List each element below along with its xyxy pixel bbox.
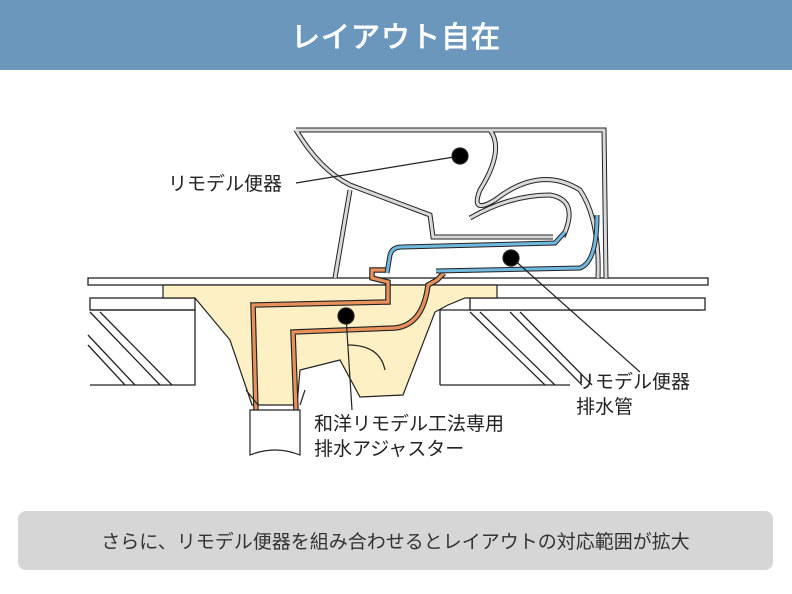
drain-pipe-marker-dot xyxy=(502,249,520,267)
label-drain-pipe-line1: リモデル便器 xyxy=(576,371,691,393)
adjuster-marker-dot xyxy=(337,307,355,325)
label-adjuster-line1: 和洋リモデル工法専用 xyxy=(314,413,505,435)
caption-box: さらに、リモデル便器を組み合わせるとレイアウトの対応範囲が拡大 xyxy=(18,511,773,570)
floor-drain-pipe xyxy=(245,389,306,456)
drain-adjuster-fill xyxy=(251,268,446,411)
label-adjuster: 和洋リモデル工法専用 排水アジャスター xyxy=(314,412,504,462)
toilet-drain-pipe xyxy=(384,214,600,274)
leader-lines xyxy=(295,147,641,411)
toilet-body-fill xyxy=(294,128,608,279)
label-drain-pipe-line2: 排水管 xyxy=(576,396,634,418)
caption-text: さらに、リモデル便器を組み合わせるとレイアウトの対応範囲が拡大 xyxy=(101,531,690,553)
toilet-cross-section-diagram xyxy=(87,127,709,456)
label-toilet-text: リモデル便器 xyxy=(168,173,283,195)
toilet-body xyxy=(293,127,609,279)
header-bar: レイアウト自在 xyxy=(0,0,792,70)
page-title: レイアウト自在 xyxy=(290,20,501,54)
label-drain-pipe: リモデル便器 排水管 xyxy=(576,370,690,420)
label-toilet: リモデル便器 xyxy=(168,172,282,197)
label-adjuster-line2: 排水アジャスター xyxy=(314,438,465,460)
adjuster-basin xyxy=(162,284,498,406)
toilet-marker-dot xyxy=(451,147,469,165)
